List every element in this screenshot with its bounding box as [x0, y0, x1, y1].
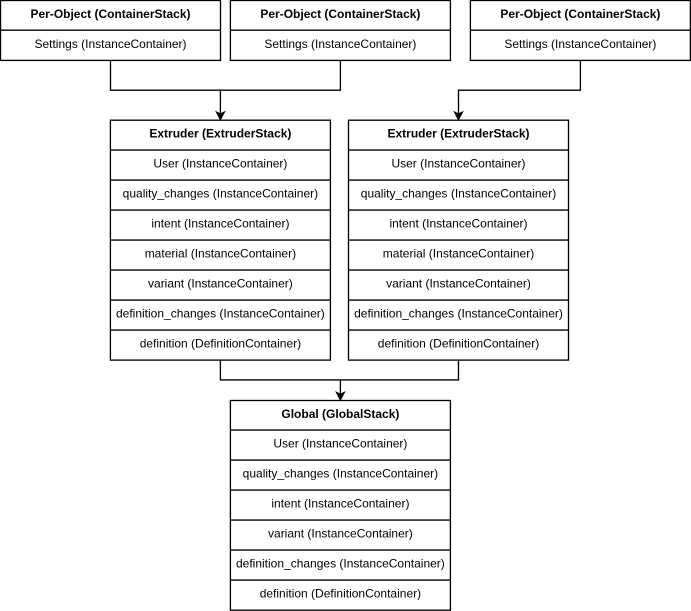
svg-text:definition (DefinitionContaine: definition (DefinitionContainer) [140, 337, 301, 351]
svg-text:material (InstanceContainer): material (InstanceContainer) [145, 247, 296, 261]
svg-text:Extruder (ExtruderStack): Extruder (ExtruderStack) [387, 127, 529, 141]
svg-text:intent (InstanceContainer): intent (InstanceContainer) [271, 497, 409, 511]
svg-text:quality_changes (InstanceConta: quality_changes (InstanceContainer) [243, 467, 438, 481]
svg-text:quality_changes (InstanceConta: quality_changes (InstanceContainer) [361, 187, 556, 201]
svg-text:material (InstanceContainer): material (InstanceContainer) [383, 247, 534, 261]
svg-text:Settings (InstanceContainer): Settings (InstanceContainer) [34, 37, 186, 51]
svg-text:definition (DefinitionContaine: definition (DefinitionContainer) [378, 337, 539, 351]
svg-text:User (InstanceContainer): User (InstanceContainer) [273, 437, 407, 451]
svg-text:Settings (InstanceContainer): Settings (InstanceContainer) [504, 37, 656, 51]
svg-text:definition_changes (InstanceCo: definition_changes (InstanceContainer) [354, 307, 563, 321]
svg-text:Per-Object (ContainerStack): Per-Object (ContainerStack) [30, 7, 190, 21]
svg-text:variant (InstanceContainer): variant (InstanceContainer) [268, 527, 413, 541]
svg-text:Extruder (ExtruderStack): Extruder (ExtruderStack) [149, 127, 291, 141]
svg-text:definition_changes (InstanceCo: definition_changes (InstanceContainer) [116, 307, 325, 321]
svg-text:Per-Object (ContainerStack): Per-Object (ContainerStack) [500, 7, 660, 21]
svg-text:variant (InstanceContainer): variant (InstanceContainer) [148, 277, 293, 291]
svg-text:quality_changes (InstanceConta: quality_changes (InstanceContainer) [123, 187, 318, 201]
svg-text:Per-Object (ContainerStack): Per-Object (ContainerStack) [260, 7, 420, 21]
svg-text:variant (InstanceContainer): variant (InstanceContainer) [386, 277, 531, 291]
svg-text:intent (InstanceContainer): intent (InstanceContainer) [389, 217, 527, 231]
svg-text:Settings (InstanceContainer): Settings (InstanceContainer) [264, 37, 416, 51]
svg-text:User (InstanceContainer): User (InstanceContainer) [391, 157, 525, 171]
svg-text:intent (InstanceContainer): intent (InstanceContainer) [151, 217, 289, 231]
svg-text:Global (GlobalStack): Global (GlobalStack) [281, 407, 399, 421]
svg-text:User (InstanceContainer): User (InstanceContainer) [153, 157, 287, 171]
svg-text:definition (DefinitionContaine: definition (DefinitionContainer) [260, 587, 421, 601]
svg-text:definition_changes (InstanceCo: definition_changes (InstanceContainer) [236, 557, 445, 571]
